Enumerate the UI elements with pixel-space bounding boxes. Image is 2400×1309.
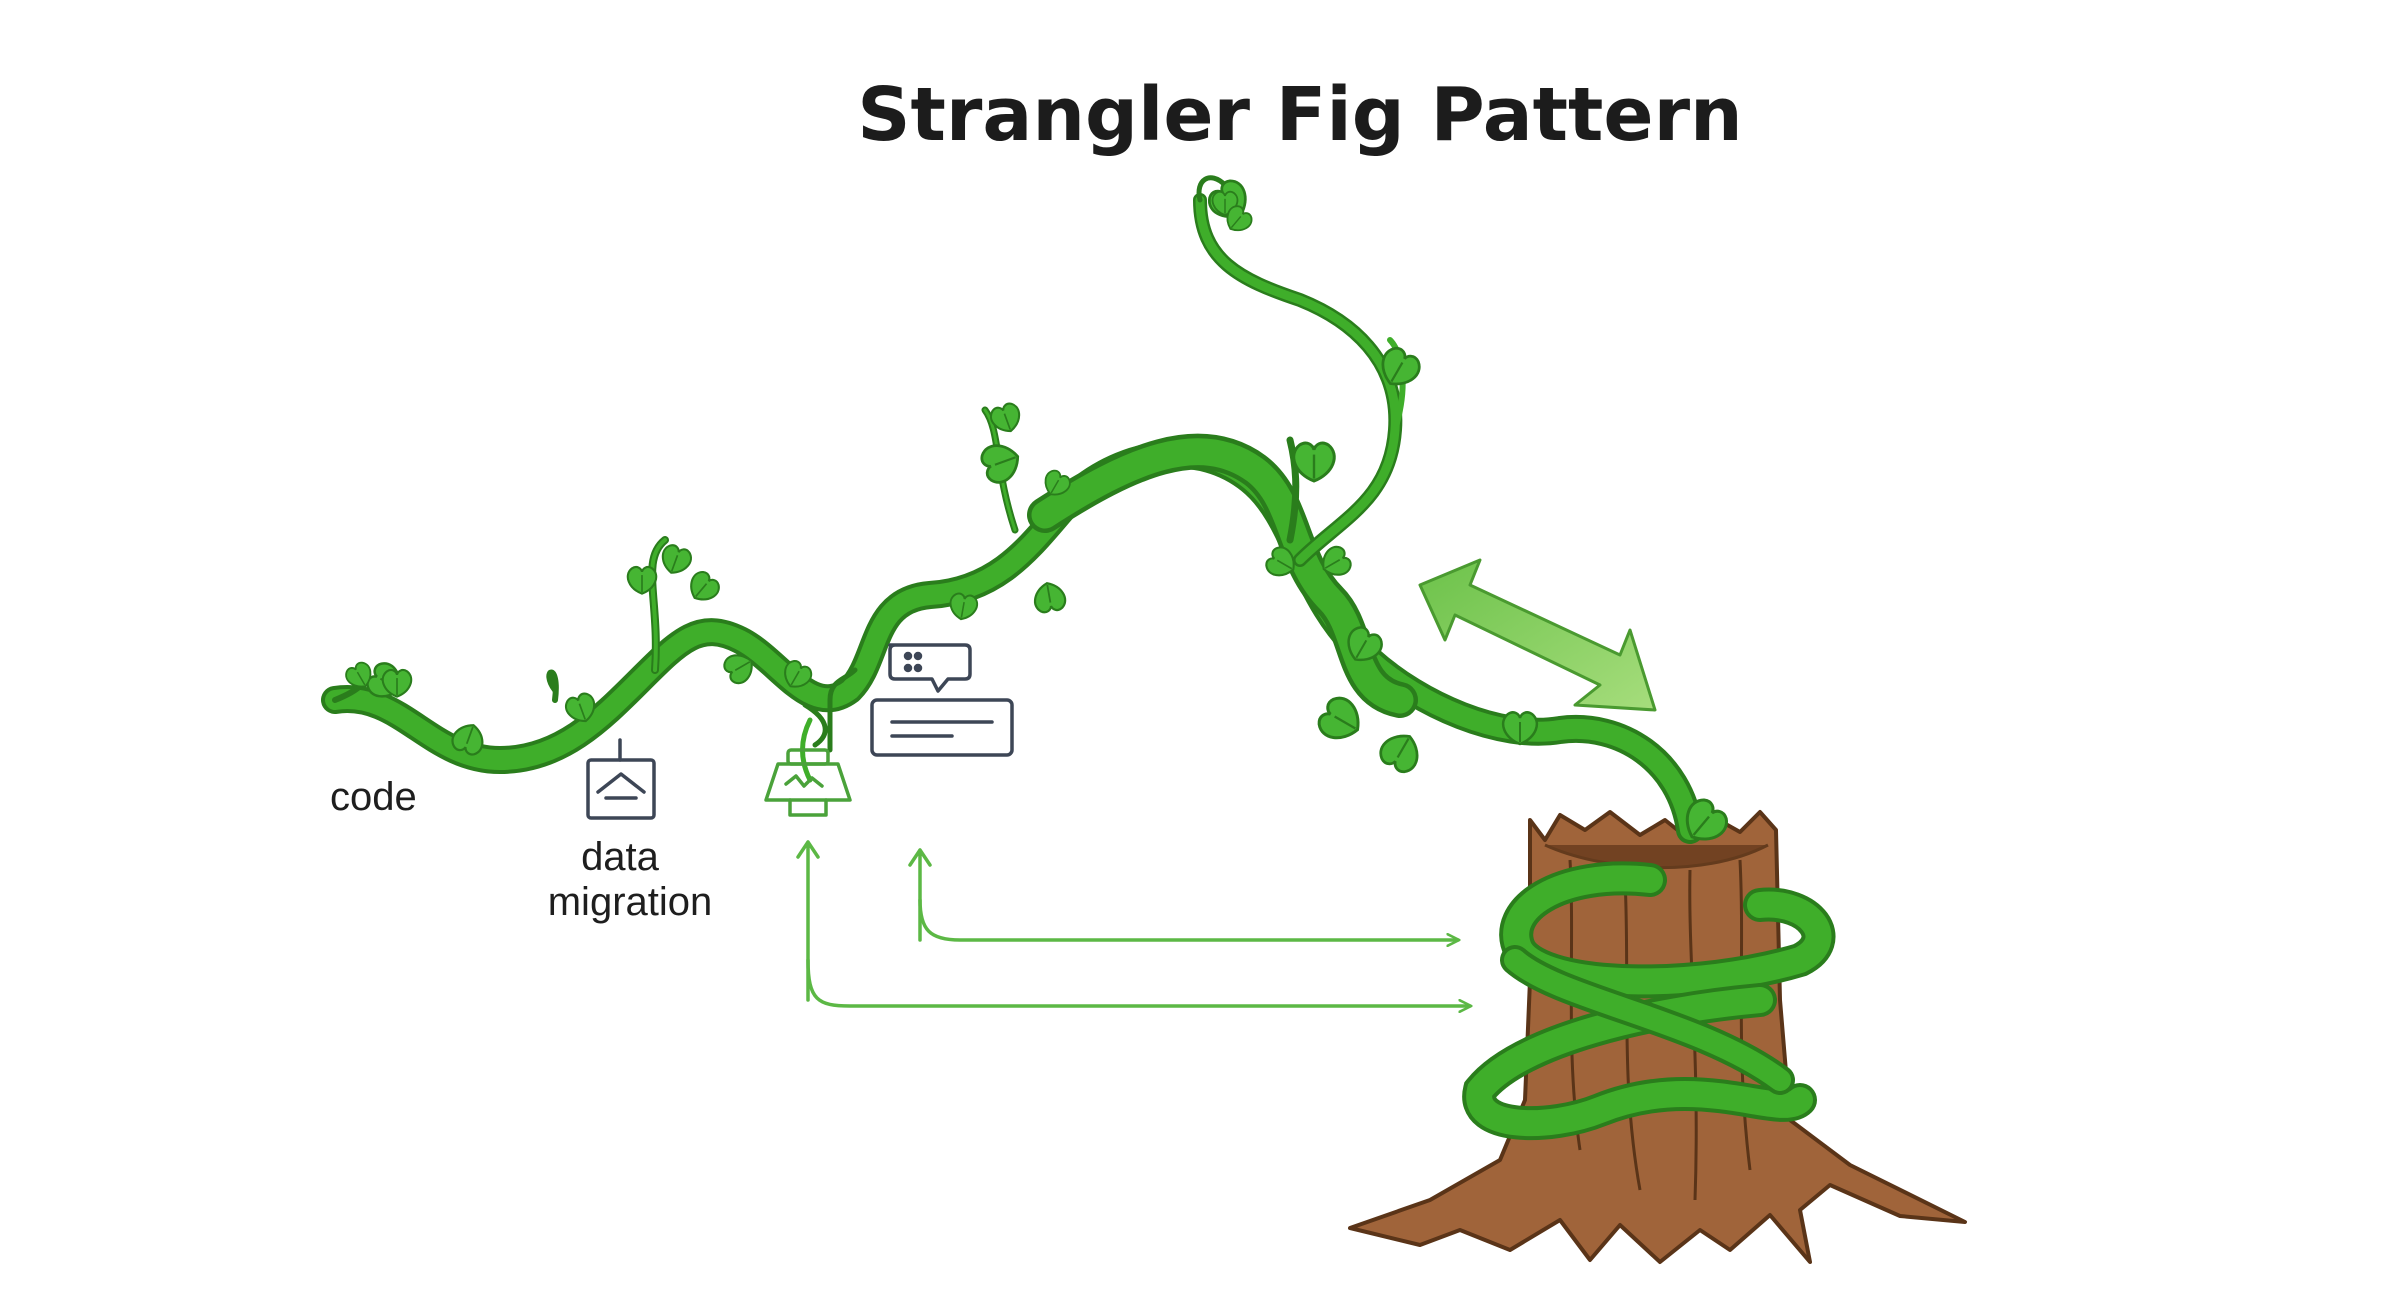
ui-panel-icon bbox=[870, 698, 1014, 757]
adapter-to-stump-route bbox=[806, 958, 1470, 1006]
page-title: Strangler Fig Pattern bbox=[857, 72, 1743, 158]
plug-adapter-icon bbox=[764, 667, 858, 817]
home-box-icon bbox=[586, 738, 656, 820]
label-migration: migration bbox=[548, 880, 713, 924]
bidirectional-arrow-icon bbox=[1418, 558, 1657, 712]
label-data: data bbox=[581, 835, 660, 879]
integration-arrows bbox=[796, 840, 1470, 1006]
chat-bubble-icon bbox=[888, 643, 972, 693]
main-vine bbox=[321, 175, 1704, 844]
vine-coils bbox=[1462, 861, 1836, 1141]
label-code: code bbox=[330, 775, 417, 819]
ui-to-stump-route bbox=[918, 898, 1458, 940]
ui-to-stump-arrow bbox=[908, 848, 932, 942]
